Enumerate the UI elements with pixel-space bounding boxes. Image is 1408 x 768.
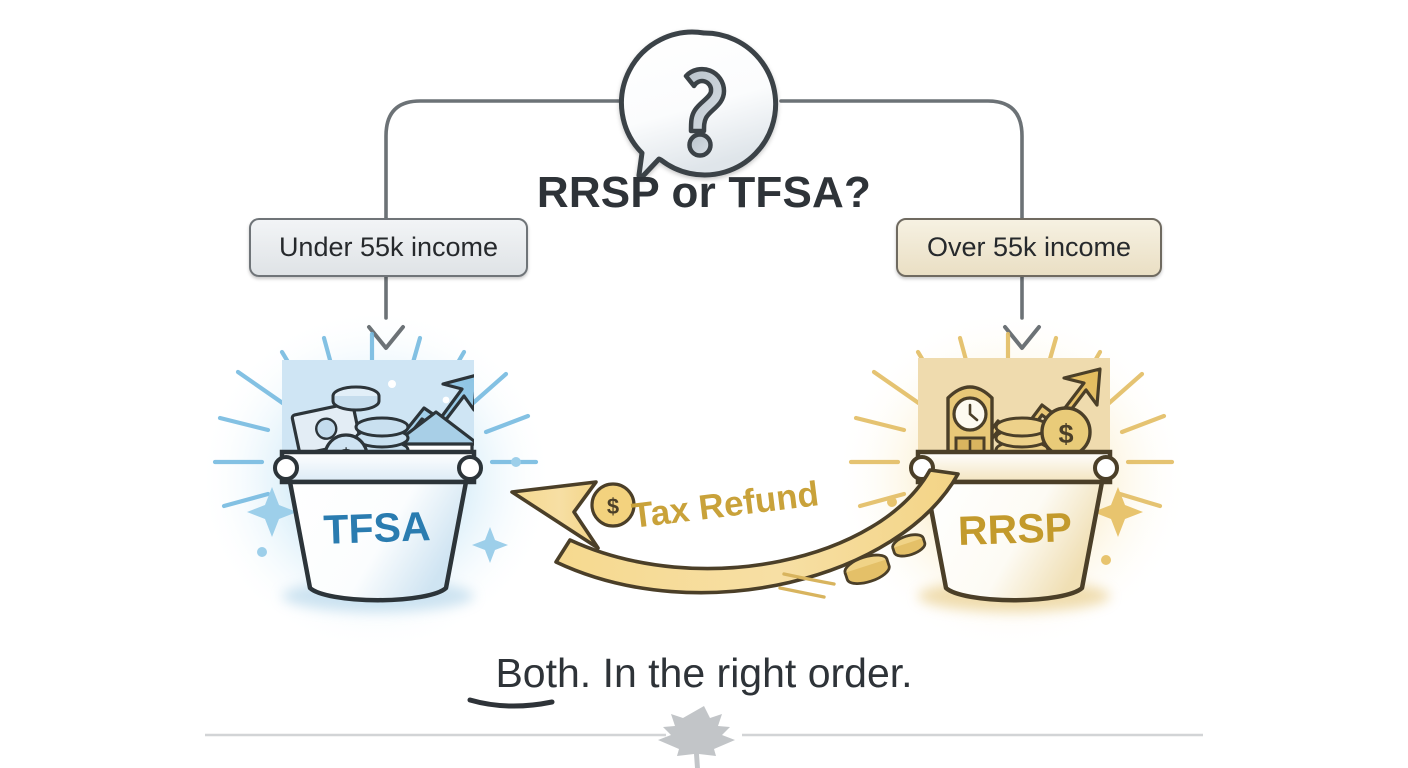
tfsa-bucket-label: TFSA [322,503,432,553]
svg-text:$: $ [1058,419,1073,449]
question-mark-glyph [683,66,727,134]
maple-leaf-icon [658,706,735,768]
rrsp-dollar-coin-icon: $ [1040,406,1092,458]
tagline-rest: In the right order. [591,650,913,696]
tfsa-bucket-illustration: $ [212,331,539,612]
svg-text:$: $ [607,494,619,519]
tax-refund-arrow: $ [510,468,960,599]
branch-chip-under-55k-label: Under 55k income [278,232,499,262]
question-speech-bubble-icon [618,29,779,180]
tagline-emphasis: Both. [495,650,592,696]
tagline: Both. In the right order. [0,650,1408,697]
rrsp-bucket-body [923,479,1105,603]
rrsp-bucket-label: RRSP [957,504,1073,554]
footer-divider [205,706,1203,768]
refund-coin-icon: $ [590,482,636,528]
tfsa-bucket-rim [279,449,477,485]
page-title: RRSP or TFSA? [536,168,872,217]
connector-lines [384,99,1024,320]
branch-chip-over-55k[interactable]: Over 55k income [896,218,1162,277]
question-mark-dot [687,132,713,158]
connector-left [384,99,629,224]
tfsa-floating-coin-icon [331,385,381,412]
rrsp-bucket-illustration: $ [848,331,1175,612]
arrowhead-left-icon [367,325,405,350]
connector-arrowheads [367,325,1041,350]
tfsa-bucket-body [287,479,469,603]
falling-coins [843,533,927,585]
both-underline [467,697,555,709]
tax-refund-arrowhead-icon [510,480,600,550]
arrowhead-right-icon [1003,325,1041,350]
tfsa-sparkles [247,457,521,563]
branch-chip-over-55k-label: Over 55k income [926,232,1132,262]
branch-chip-under-55k[interactable]: Under 55k income [249,218,528,277]
connector-right [779,99,1024,224]
motion-lines [778,572,836,599]
